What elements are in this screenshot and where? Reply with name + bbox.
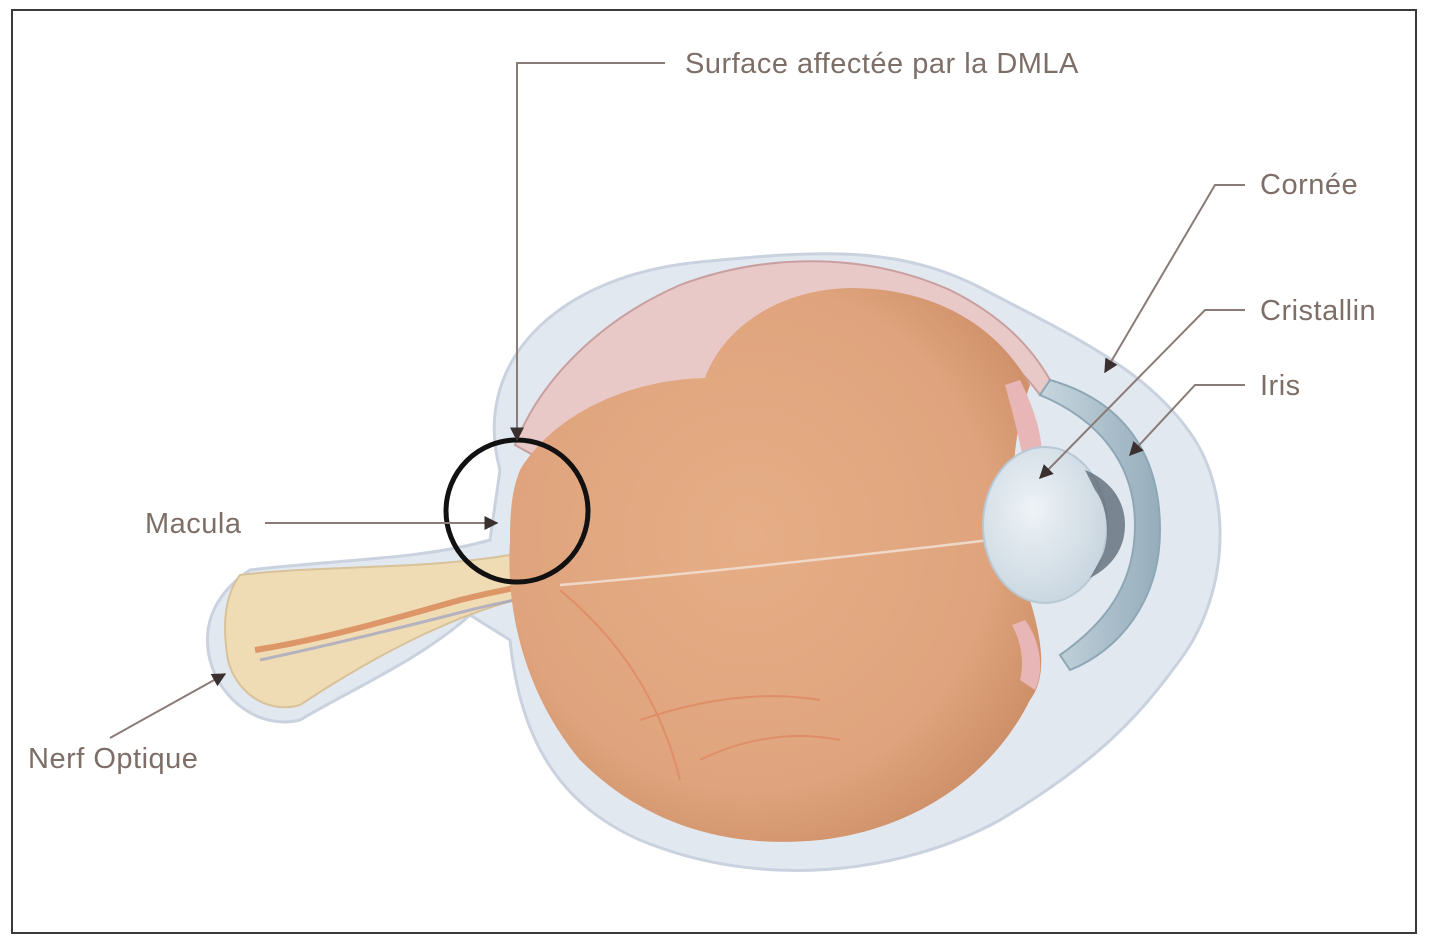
lens-shape	[983, 447, 1107, 603]
label-optic-nerve: Nerf Optique	[28, 743, 198, 775]
label-dmla-area: Surface affectée par la DMLA	[685, 48, 1079, 80]
label-cornea: Cornée	[1260, 169, 1358, 201]
label-lens: Cristallin	[1260, 295, 1376, 327]
optic-nerve-shape	[225, 555, 515, 707]
label-iris: Iris	[1260, 370, 1301, 402]
leader-optic-nerve	[110, 674, 225, 738]
label-macula: Macula	[145, 508, 242, 540]
leader-cornea	[1105, 185, 1245, 372]
